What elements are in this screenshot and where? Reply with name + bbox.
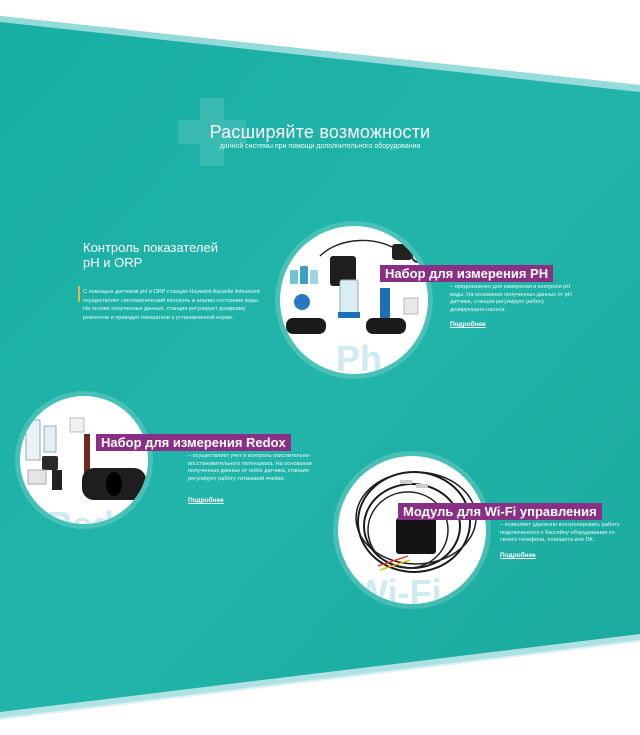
plus-decoration xyxy=(178,98,246,166)
intro-block: Контроль показателей pH и ORP С помощью … xyxy=(78,240,263,322)
wifi-module-illustration xyxy=(355,471,477,573)
hero-title: Расширяйте возможности xyxy=(209,122,431,142)
wifi-module-label: Модуль для Wi-Fi управления xyxy=(398,503,602,520)
wifi-module-description: – позволяет удаленно контролировать рабо… xyxy=(500,522,620,544)
wifi-module-more-link[interactable]: Подробнее xyxy=(500,552,536,559)
intro-title: Контроль показателей pH и ORP xyxy=(83,240,218,270)
redox-kit-illustration xyxy=(25,417,146,500)
wifi-watermark: Wi-Fi xyxy=(354,572,442,604)
intro-accent-bar xyxy=(78,286,80,302)
redox-kit-description: – осуществляет учет и контроль окислител… xyxy=(188,453,312,482)
ph-kit-illustration xyxy=(286,239,425,334)
intro-text: С помощью датчиков pH и ORP станция Hayw… xyxy=(83,289,260,321)
redox-kit-label: Набор для измерения Redox xyxy=(96,434,291,451)
ph-kit-more-link[interactable]: Подробнее xyxy=(450,321,486,328)
redox-kit-image[interactable]: Redox xyxy=(20,396,148,524)
wifi-module-image[interactable]: Wi-Fi xyxy=(338,456,486,604)
ph-kit-label: Набор для измерения PH xyxy=(380,265,554,282)
ph-kit-image[interactable]: Ph xyxy=(280,226,428,374)
ph-watermark: Ph xyxy=(336,338,383,374)
hero-subtitle: данной системы при помощи дополнительног… xyxy=(219,143,421,150)
redox-kit-more-link[interactable]: Подробнее xyxy=(188,497,224,504)
ph-kit-description: – предназначен для измерения и контроля … xyxy=(450,284,572,313)
redox-watermark: Redox xyxy=(46,504,148,524)
